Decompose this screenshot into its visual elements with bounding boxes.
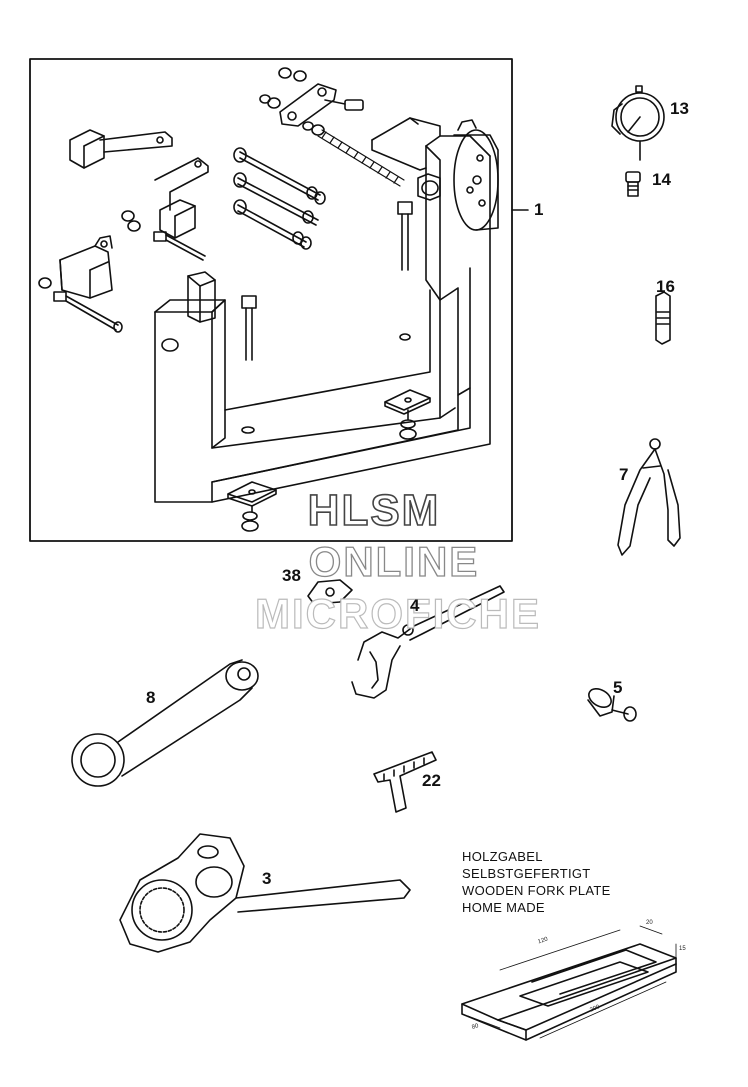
bracket-lower-left <box>59 235 113 299</box>
engine-stand-base <box>154 135 491 503</box>
circlip-pliers <box>617 438 681 556</box>
loose-bolts <box>38 210 206 333</box>
sleeve-tool <box>655 291 671 345</box>
callout-14: 14 <box>652 170 671 189</box>
note-line-1: HOLZGABEL <box>462 849 543 864</box>
dim-15: 15 <box>679 946 686 952</box>
wooden-fork-note: HOLZGABEL SELBSTGEFERTIGT WOODEN FORK PL… <box>462 848 611 916</box>
callout-22: 22 <box>422 771 441 790</box>
vertical-bolts <box>241 201 413 361</box>
bracket-middle <box>154 157 209 239</box>
watermark-line-2: ONLINE <box>308 537 480 585</box>
gauge-tool-22 <box>373 751 437 813</box>
hook-wrench <box>351 585 505 699</box>
sprocket-holder <box>119 833 411 953</box>
dim-20: 20 <box>646 920 653 926</box>
foot-plate-right <box>384 389 431 440</box>
bracket-top-left <box>69 129 173 169</box>
callout-4: 4 <box>410 596 420 615</box>
assembly-frame <box>29 58 513 542</box>
link-plate <box>259 67 364 136</box>
note-line-2: SELBSTGEFERTIGT <box>462 866 591 881</box>
note-line-4: HOME MADE <box>462 900 545 915</box>
spark-plug-adapter <box>625 171 641 197</box>
callout-16: 16 <box>656 277 675 296</box>
holding-plate-38 <box>307 579 353 605</box>
dial-gauge <box>611 85 665 161</box>
swivel-head <box>371 117 499 231</box>
watermark-line-3: MICROFICHE <box>254 589 541 637</box>
threaded-rod-long <box>317 129 405 187</box>
callout-38: 38 <box>282 566 301 585</box>
flywheel-puller <box>587 688 637 722</box>
watermark-line-1: HLSM <box>307 485 441 536</box>
note-line-3: WOODEN FORK PLATE <box>462 883 611 898</box>
callout-1: 1 <box>534 200 544 219</box>
callout-13: 13 <box>670 99 689 118</box>
threaded-studs <box>233 147 326 250</box>
foot-plate-left <box>227 481 277 532</box>
callout-7: 7 <box>619 465 629 484</box>
callout-3: 3 <box>262 869 272 888</box>
dimension-lines <box>467 925 677 1039</box>
callout-8: 8 <box>146 688 156 707</box>
ring-spanner <box>71 659 259 787</box>
callout-5: 5 <box>613 678 623 697</box>
wooden-fork-plate <box>461 943 677 1041</box>
